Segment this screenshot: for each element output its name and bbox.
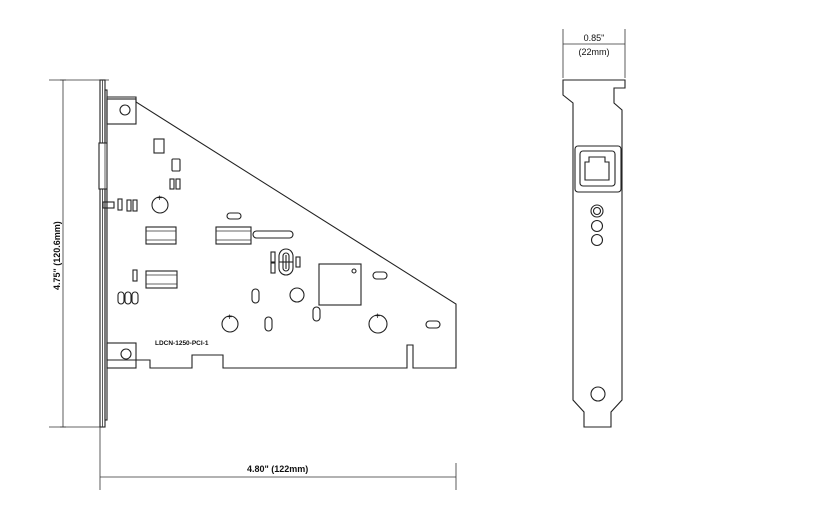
pci-card-front-view: 4.75" (120.6mm) + xyxy=(49,79,457,490)
hole xyxy=(289,287,305,303)
oval-pad xyxy=(425,320,441,329)
bracket-width-inches: 0.85" xyxy=(584,33,605,43)
long-pad xyxy=(252,230,294,239)
led-3 xyxy=(590,233,604,247)
svg-text:+: + xyxy=(375,311,380,321)
board-model-label: LDCN-1250-PCI-1 xyxy=(155,340,209,347)
mounting-hole-top xyxy=(106,98,137,125)
component-small xyxy=(117,198,123,211)
diode xyxy=(102,201,115,209)
ic-chip-2 xyxy=(215,226,252,245)
svg-text:+: + xyxy=(227,312,232,322)
bracket-end-view: 0.85" (22mm) xyxy=(562,29,626,428)
component-small xyxy=(270,251,276,263)
oval-pad xyxy=(251,288,260,304)
led-1 xyxy=(590,204,604,218)
component-box xyxy=(153,138,165,154)
led-2 xyxy=(590,219,604,233)
pcb-outline xyxy=(106,96,457,369)
ic-chip-1 xyxy=(145,226,177,245)
bracket-width-dimension: 0.85" (22mm) xyxy=(562,29,626,78)
oval-pad xyxy=(264,316,273,332)
capacitor-2: + xyxy=(221,312,239,333)
mounting-hole-bottom xyxy=(106,342,137,369)
oval-pad xyxy=(372,271,388,280)
oval-pad xyxy=(312,306,321,322)
component-small xyxy=(169,178,175,190)
width-dimension-label: 4.80" (122mm) xyxy=(247,464,308,474)
oval-pad xyxy=(226,212,242,220)
oval-pad xyxy=(124,291,132,305)
component-small xyxy=(126,199,132,212)
height-dimension: 4.75" (120.6mm) xyxy=(49,79,109,428)
width-dimension: 4.80" (122mm) xyxy=(99,427,457,490)
bracket-outline xyxy=(562,79,626,428)
bracket-hole xyxy=(590,386,606,402)
main-chip xyxy=(318,263,362,306)
component-small xyxy=(175,178,181,190)
crystal xyxy=(278,248,294,276)
component-small xyxy=(270,262,276,274)
bracket-width-mm: (22mm) xyxy=(579,47,610,57)
component-small xyxy=(295,256,301,268)
height-dimension-label: 4.75" (120.6mm) xyxy=(52,221,62,290)
capacitor-3: + xyxy=(368,311,388,334)
component-small xyxy=(132,269,138,282)
svg-text:+: + xyxy=(157,193,162,203)
capacitor-1: + xyxy=(151,193,169,214)
ic-chip-3 xyxy=(145,270,178,289)
component-resistor xyxy=(171,158,181,172)
component-small xyxy=(132,199,138,212)
rj45-port xyxy=(574,145,622,193)
oval-pad xyxy=(117,291,125,305)
oval-pad xyxy=(131,291,139,305)
